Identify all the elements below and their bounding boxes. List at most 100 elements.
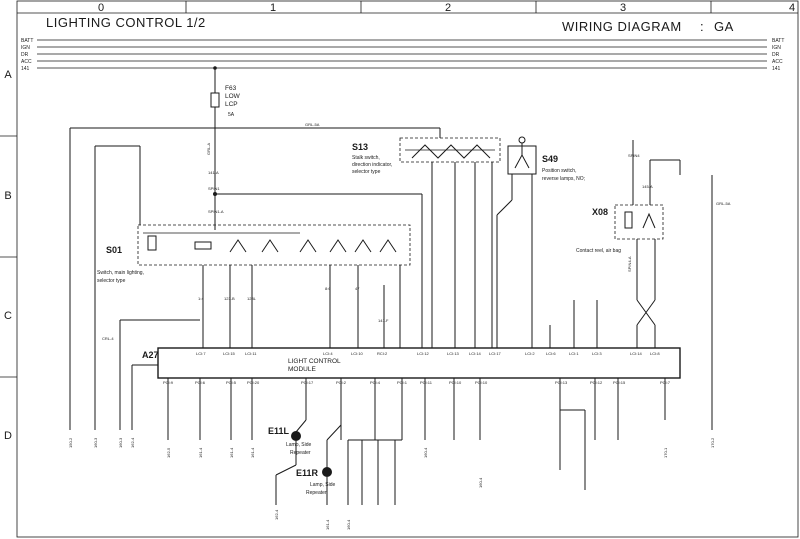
- switch-contact-icon: [261, 239, 279, 253]
- ref-label: 161-4: [198, 447, 203, 458]
- wire: [275, 464, 297, 476]
- switch-contact-icon: [642, 212, 656, 229]
- module-pin-label: LCI:6: [546, 351, 556, 356]
- e11l-text: Lamp, Side: [286, 442, 312, 448]
- s13-switch-box: [399, 137, 501, 163]
- s13-text: selector type: [352, 169, 381, 175]
- bus-label: DR: [21, 52, 29, 58]
- s49-text: Position switch,: [542, 168, 576, 174]
- s01-switch-box: [137, 224, 411, 266]
- ref-label: 161-4: [229, 447, 234, 458]
- wire-label: SPIN1: [208, 186, 220, 191]
- s01-text: Switch, main lighting,: [97, 270, 144, 276]
- module-pin-label: PCI:10: [449, 380, 462, 385]
- module-top-pins: LCI:7 LCI:15 LCI:11 LCI:4 LCI:10 RCI:2 L…: [196, 351, 660, 356]
- ref-label: 162-5: [166, 447, 171, 458]
- module-pin-label: PCI:12: [590, 380, 603, 385]
- ref-label: 160-3: [118, 437, 123, 448]
- s01-text: selector type: [97, 278, 126, 284]
- bus-label: BATT: [21, 38, 33, 44]
- wire-label: GRL-A: [206, 142, 211, 155]
- row-label: C: [4, 310, 12, 322]
- module-pin-label: LCI:13: [447, 351, 460, 356]
- wire: [326, 424, 342, 441]
- module-pin-label: LCI:14: [469, 351, 482, 356]
- module-pin-label: LCI:4: [323, 351, 333, 356]
- module-pin-label: PCI:17: [301, 380, 314, 385]
- switch-contact-icon: [514, 153, 530, 169]
- module-pin-label: LCI:12: [417, 351, 430, 356]
- fuse-rating: 5A: [228, 112, 235, 118]
- wire-label: 8:6: [325, 286, 331, 291]
- coil-icon: [624, 211, 633, 229]
- ref-label: 160-4: [423, 447, 428, 458]
- lamp-icon: [322, 467, 332, 477]
- diagram-subtitle: WIRING DIAGRAM: [562, 19, 682, 34]
- switch-contact-icon: [299, 239, 317, 253]
- bus-label: BATT: [772, 38, 784, 44]
- bus-label: IGN: [21, 45, 30, 51]
- wire-label: 141-F: [378, 318, 389, 323]
- module-pin-label: LCI:7: [196, 351, 206, 356]
- module-pin-label: PCI:10: [475, 380, 488, 385]
- bus-label: ACC: [21, 59, 32, 65]
- wire-label: 123-B: [224, 296, 235, 301]
- fuse-id: F63: [225, 85, 237, 92]
- wire-label: 1:4: [198, 296, 204, 301]
- switch-contact-icon: [411, 144, 491, 159]
- a27-text: MODULE: [288, 366, 316, 373]
- wire-label: CRL-4: [102, 336, 114, 341]
- column-label: 1: [270, 2, 276, 14]
- row-label: A: [4, 69, 12, 81]
- ref-label: 161-4: [325, 519, 330, 530]
- module-pin-label: LCI:1: [569, 351, 579, 356]
- bus-label: 141: [772, 66, 781, 72]
- row-label: D: [4, 430, 12, 442]
- module-pin-label: LCI:2: [525, 351, 535, 356]
- column-label: 2: [445, 2, 451, 14]
- s13-text: direction indicator,: [352, 162, 392, 168]
- wire: [295, 419, 307, 433]
- wire-label: 145-A: [642, 184, 653, 189]
- switch-contact-icon: [379, 239, 397, 253]
- ref-label: 170-2: [710, 437, 715, 448]
- bus-label: DR: [772, 52, 780, 58]
- ground-terminal-icon: [518, 136, 526, 144]
- lamp-icon: [291, 431, 301, 441]
- row-label: B: [4, 190, 11, 202]
- module-pin-label: LCI:14: [630, 351, 643, 356]
- module-pin-label: LCI:3: [592, 351, 602, 356]
- diagram-title: LIGHTING CONTROL 1/2: [46, 15, 206, 30]
- x08-id: X08: [592, 207, 608, 217]
- module-pin-label: LCI:15: [223, 351, 236, 356]
- a27-id: A27: [142, 350, 159, 360]
- module-pin-label: PCI:15: [613, 380, 626, 385]
- ref-label: 170-1: [663, 447, 668, 458]
- e11r-text: Repeater: [306, 490, 327, 496]
- x08-text: Contact reel, air bag: [576, 248, 621, 254]
- diagram-variant: GA: [714, 19, 734, 34]
- wire-label: 141-A: [208, 170, 219, 175]
- diagram-subtitle-separator: :: [700, 19, 704, 34]
- wire-label: GRL-5A: [716, 201, 731, 206]
- ref-label: 150-2: [68, 437, 73, 448]
- fuse-text: LOW: [225, 93, 241, 100]
- bottom-references: 150-2 160-3 160-3 162-4 162-5 161-4 161-…: [68, 437, 715, 530]
- switch-contact-icon: [229, 239, 247, 253]
- module-pin-label: LCI:8: [650, 351, 660, 356]
- column-label: 3: [620, 2, 626, 14]
- wire: [496, 199, 513, 216]
- coil-icon: [147, 235, 157, 251]
- ref-label: 162-4: [274, 509, 279, 520]
- s49-text: reverse lamps, NO;: [542, 176, 585, 182]
- s49-id: S49: [542, 154, 558, 164]
- bus-label: IGN: [772, 45, 781, 51]
- s13-text: Stalk switch,: [352, 155, 380, 161]
- s13-id: S13: [352, 142, 368, 152]
- module-pin-label: PCI:11: [420, 380, 433, 385]
- x08-contact-reel-box: [614, 204, 664, 240]
- wire: [636, 299, 656, 326]
- wire-label: 123L: [247, 296, 257, 301]
- ref-label: 161-4: [250, 447, 255, 458]
